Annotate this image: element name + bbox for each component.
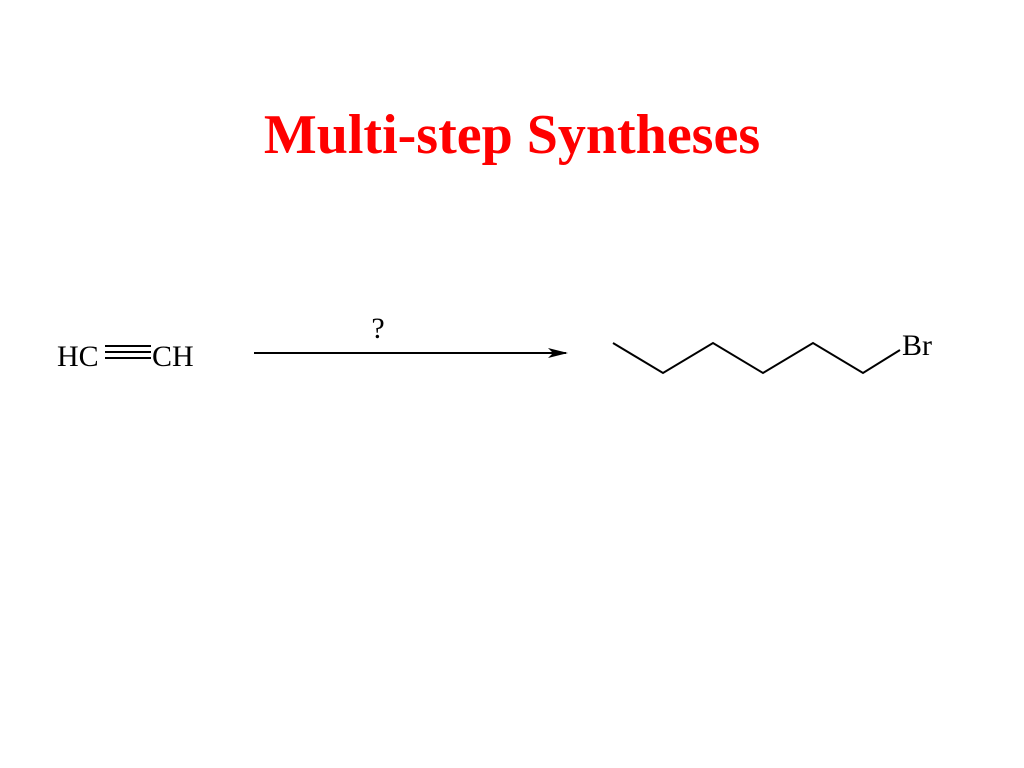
reactant-left-group: HC [57,340,99,373]
slide-title: Multi-step Syntheses [263,104,761,166]
reactant-right-group: CH [152,340,194,373]
triple-bond [105,345,151,359]
arrow-label: ? [371,312,384,345]
reactant-acetylene: HC CH [57,340,194,373]
product-substituent: Br [902,329,932,362]
carbon-chain [612,341,901,375]
reaction-arrow: ? [254,312,568,358]
product-bromohexane: Br [612,329,932,375]
